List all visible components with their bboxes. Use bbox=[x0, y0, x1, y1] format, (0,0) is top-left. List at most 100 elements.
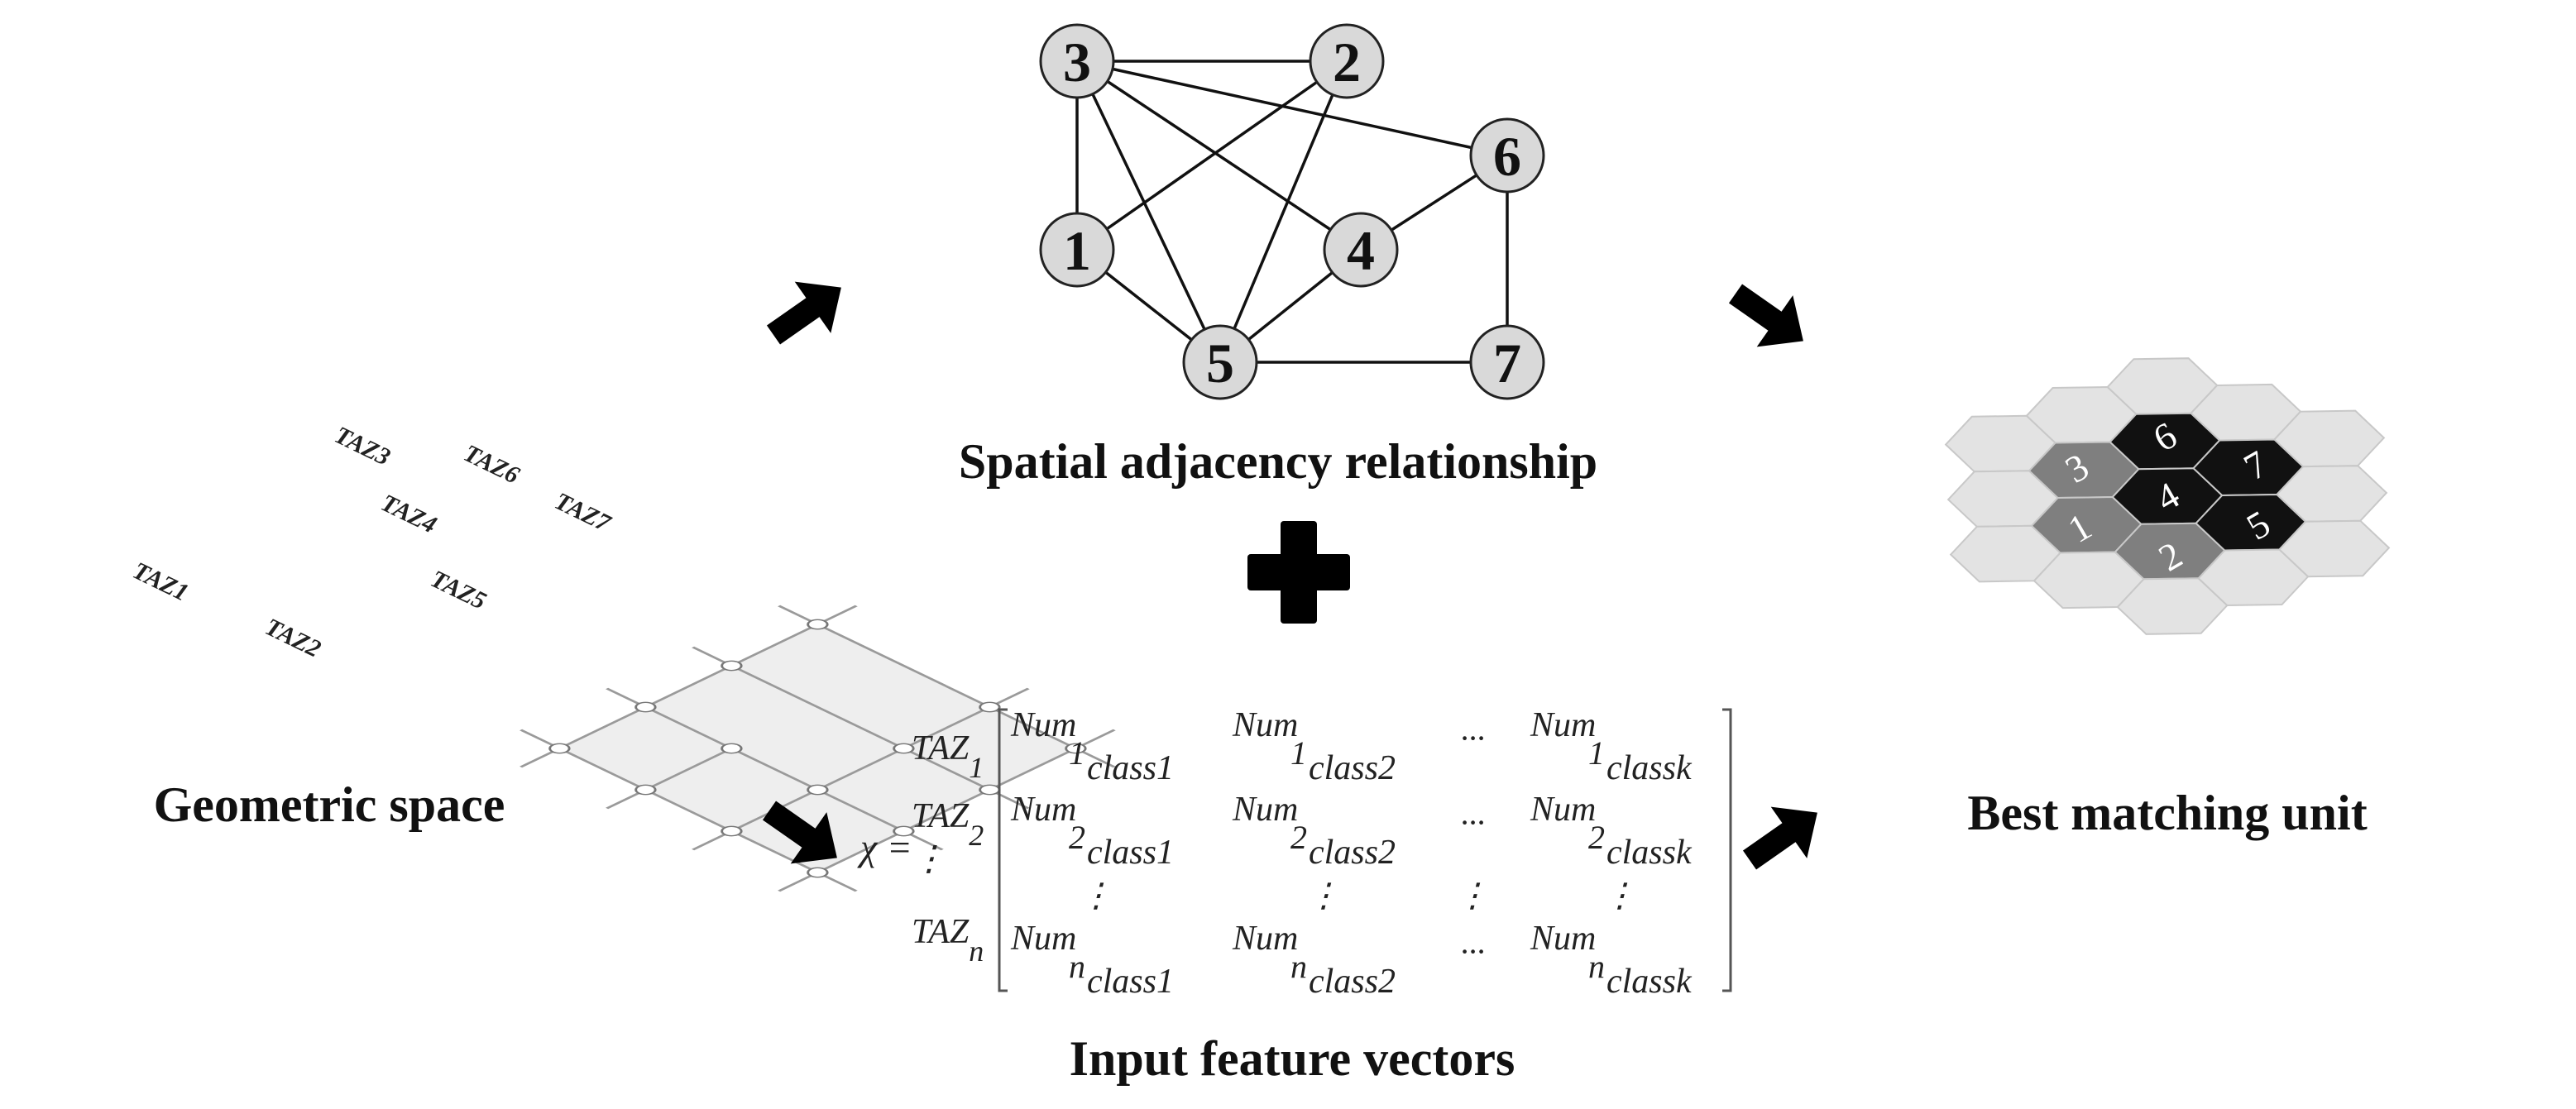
graph-edge bbox=[1076, 60, 1508, 157]
matrix-cell-num: Num bbox=[1232, 706, 1298, 744]
graph-nodes: 1 2 3 4 5 6 7 bbox=[1039, 23, 1545, 400]
matrix-cell-index: 1 bbox=[1069, 734, 1085, 772]
matrix-cell-num: Num bbox=[1010, 920, 1076, 958]
matrix-row-label: TAZ2 bbox=[912, 797, 984, 852]
matrix-cell-class: class1 bbox=[1087, 834, 1174, 872]
graph-edge bbox=[1219, 60, 1348, 363]
road-nodes bbox=[548, 619, 1087, 878]
matrix-cell-num: Num bbox=[1010, 791, 1076, 829]
graph-node-circle bbox=[1323, 212, 1399, 288]
road-lines bbox=[520, 605, 1116, 892]
graph-node-label: 1 bbox=[1063, 219, 1091, 282]
bold-arrow-icon bbox=[1731, 786, 1836, 887]
matrix-cell-num: Num bbox=[1530, 920, 1596, 958]
matrix-cell-index: 1 bbox=[1290, 734, 1307, 772]
caption-input-feature-vectors: Input feature vectors bbox=[1070, 1031, 1515, 1086]
matrix-cell-num: Num bbox=[1232, 791, 1298, 829]
taz5-zone bbox=[731, 624, 990, 748]
matrix-cell-index: n bbox=[1069, 948, 1085, 985]
bmu-hex-cell: 6 bbox=[2109, 412, 2221, 471]
graph-node-label: 3 bbox=[1063, 31, 1091, 93]
matrix-cell-class: class1 bbox=[1087, 749, 1174, 787]
graph-edges bbox=[1075, 60, 1509, 364]
graph-edge bbox=[1075, 60, 1222, 363]
matrix-cell-class: classk bbox=[1606, 749, 1693, 787]
matrix-cell-index: 1 bbox=[1588, 734, 1605, 772]
caption-geometric-space: Geometric space bbox=[154, 777, 505, 832]
graph-node: 1 bbox=[1039, 212, 1115, 288]
matrix-cell-index: 2 bbox=[1588, 819, 1605, 856]
graph-node-circle bbox=[1309, 23, 1385, 99]
adjacency-graph: 1 2 3 4 5 6 7 Spatial adjacency relationship bbox=[959, 23, 1597, 489]
caption-spatial-adjacency: Spatial adjacency relationship bbox=[959, 434, 1597, 489]
matrix-cell-index: 2 bbox=[1069, 819, 1085, 856]
matrix-cell-index: 2 bbox=[1290, 819, 1307, 856]
graph-node-label: 4 bbox=[1347, 219, 1375, 282]
bold-arrow-icon bbox=[1717, 267, 1822, 367]
graph-node: 7 bbox=[1469, 324, 1545, 400]
caption-best-matching-unit: Best matching unit bbox=[1967, 786, 2367, 840]
matrix-ellipsis: ··· bbox=[1460, 804, 1485, 841]
matrix-cell-index: n bbox=[1588, 948, 1605, 985]
graph-node-circle bbox=[1039, 23, 1115, 99]
graph-node-circle bbox=[1039, 212, 1115, 288]
matrix-cell-class: class2 bbox=[1309, 963, 1396, 1001]
matrix-cell-num: Num bbox=[1010, 706, 1076, 744]
matrix-cell-class: class1 bbox=[1087, 963, 1174, 1001]
graph-node-label: 7 bbox=[1493, 332, 1521, 394]
hex-cell bbox=[2278, 519, 2391, 578]
taz-label: TAZ4 bbox=[376, 489, 440, 538]
matrix-ellipsis: ⋮ bbox=[1456, 877, 1489, 914]
matrix-ellipsis: ··· bbox=[1460, 933, 1485, 970]
matrix-ellipsis: ⋮ bbox=[1307, 877, 1340, 914]
matrix-cell-class: classk bbox=[1606, 963, 1693, 1001]
graph-node-label: 2 bbox=[1333, 31, 1361, 93]
chi-symbol: χ = bbox=[857, 826, 912, 868]
matrix-cell-index: n bbox=[1290, 948, 1307, 985]
graph-node-label: 5 bbox=[1206, 332, 1234, 394]
graph-node-label: 6 bbox=[1493, 125, 1521, 188]
taz-grid bbox=[520, 605, 1116, 892]
matrix-cell-num: Num bbox=[1530, 706, 1596, 744]
graph-node-circle bbox=[1469, 117, 1545, 194]
graph-node-circle bbox=[1182, 324, 1258, 400]
graph-node: 5 bbox=[1182, 324, 1258, 400]
graph-node: 6 bbox=[1469, 117, 1545, 194]
matrix-cell-class: classk bbox=[1606, 834, 1693, 872]
plus-icon bbox=[1247, 521, 1350, 624]
graph-node: 4 bbox=[1323, 212, 1399, 288]
hex-shape bbox=[2278, 519, 2391, 578]
matrix-ellipsis: ⋮ bbox=[1603, 877, 1636, 914]
bmu-hex-cell: 7 bbox=[2192, 438, 2305, 496]
bold-arrow-icon bbox=[755, 261, 859, 361]
taz-label: TAZ5 bbox=[426, 565, 490, 614]
matrix-ellipsis: ⋮ bbox=[1080, 877, 1113, 914]
taz2-zone bbox=[645, 666, 904, 790]
bmu-hex-cell: 4 bbox=[2111, 467, 2224, 525]
matrix-cell-class: class2 bbox=[1309, 834, 1396, 872]
matrix-cell-num: Num bbox=[1232, 920, 1298, 958]
matrix-left-bracket bbox=[998, 708, 1008, 992]
taz-label: TAZ6 bbox=[459, 439, 523, 489]
taz-label: TAZ7 bbox=[550, 487, 615, 538]
matrix-row-label: TAZn bbox=[912, 913, 984, 968]
graph-node-circle bbox=[1469, 324, 1545, 400]
matrix-cell-class: class2 bbox=[1309, 749, 1396, 787]
matrix-cell-num: Num bbox=[1530, 791, 1596, 829]
taz-label: TAZ1 bbox=[128, 557, 192, 606]
bmu-hex-cell: 3 bbox=[2028, 441, 2140, 500]
taz-label: TAZ3 bbox=[330, 421, 394, 471]
matrix-row-label: ⋮ bbox=[912, 840, 946, 878]
graph-node: 2 bbox=[1309, 23, 1385, 99]
